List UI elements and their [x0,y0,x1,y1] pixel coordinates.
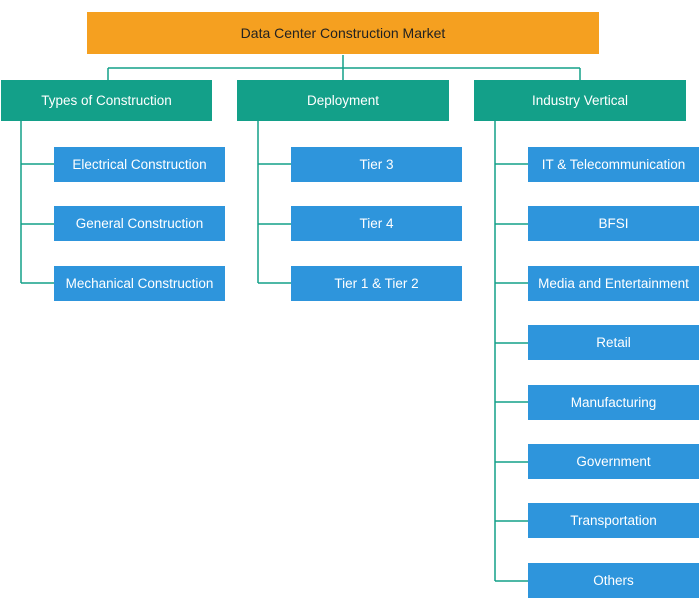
leaf-tier-3: Tier 3 [291,147,462,182]
root-node: Data Center Construction Market [87,12,599,54]
leaf-manufacturing: Manufacturing [528,385,699,420]
leaf-mechanical-construction: Mechanical Construction [54,266,225,301]
leaf-general-construction: General Construction [54,206,225,241]
leaf-it-telecommunication: IT & Telecommunication [528,147,699,182]
category-deployment: Deployment [237,80,449,121]
leaf-media-entertainment: Media and Entertainment [528,266,699,301]
leaf-retail: Retail [528,325,699,360]
category-types-of-construction: Types of Construction [1,80,212,121]
category-industry-vertical: Industry Vertical [474,80,686,121]
leaf-others: Others [528,563,699,598]
leaf-tier-4: Tier 4 [291,206,462,241]
leaf-electrical-construction: Electrical Construction [54,147,225,182]
leaf-bfsi: BFSI [528,206,699,241]
leaf-government: Government [528,444,699,479]
leaf-tier-1-and-2: Tier 1 & Tier 2 [291,266,462,301]
leaf-transportation: Transportation [528,503,699,538]
